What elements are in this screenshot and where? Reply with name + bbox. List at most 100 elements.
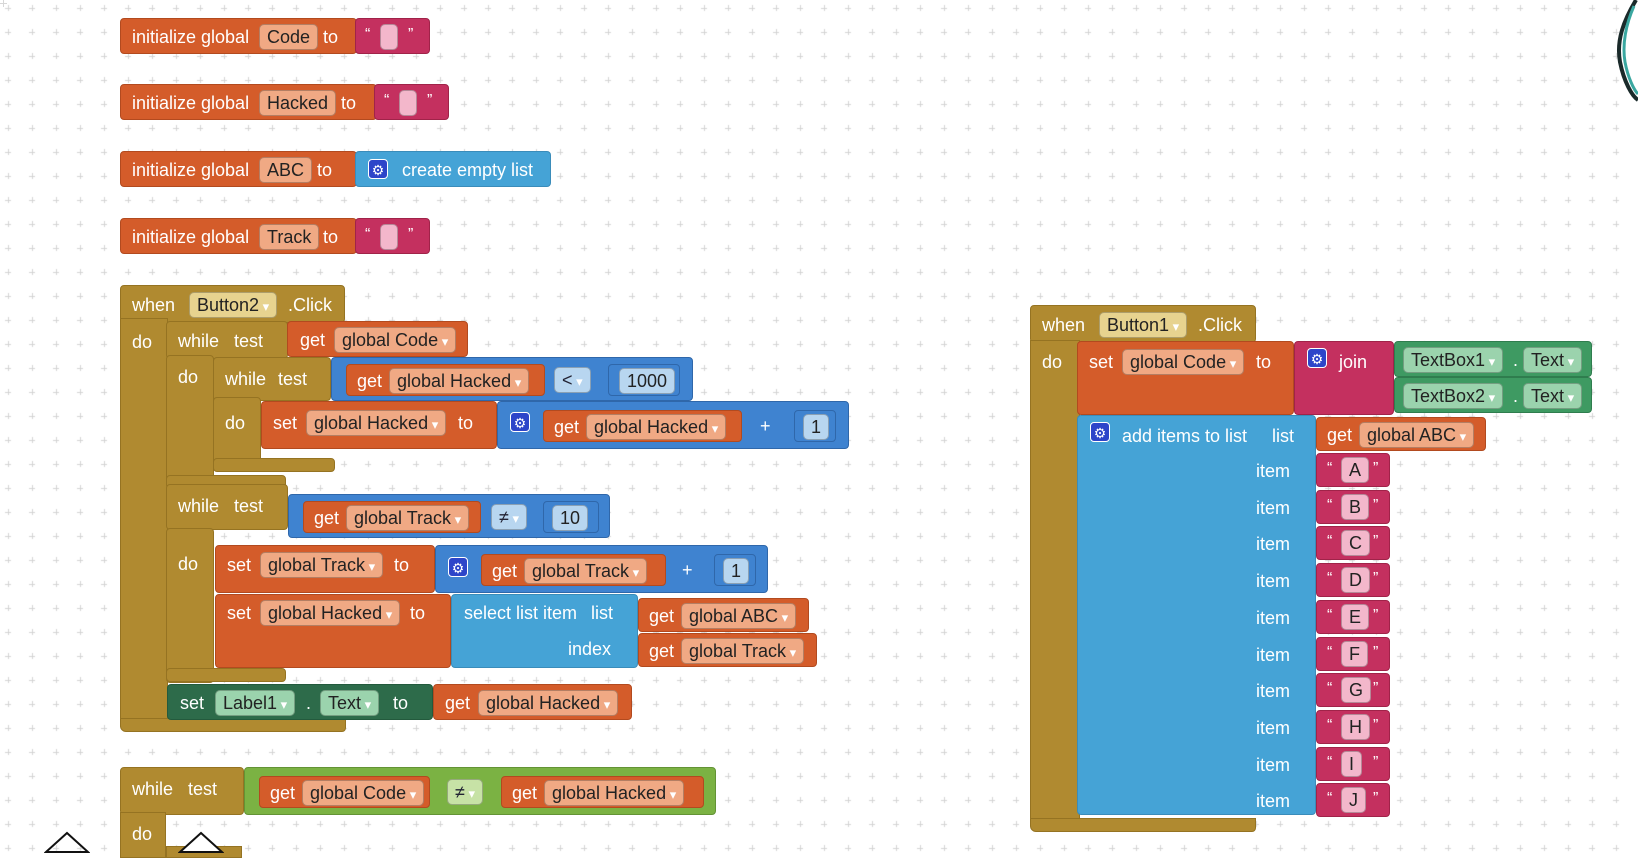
text-field[interactable] xyxy=(380,224,398,250)
operator-dropdown[interactable]: ≠ xyxy=(447,779,484,805)
global-name-field[interactable]: Code xyxy=(259,24,319,50)
text-block-h[interactable]: “H” xyxy=(1316,710,1390,744)
variable-dropdown[interactable]: global Hacked xyxy=(544,780,685,806)
join-block[interactable]: ⚙ join xyxy=(1294,341,1394,415)
number-block[interactable]: 1 xyxy=(794,410,836,442)
compare-block[interactable]: get global Code ≠ get global Hacked xyxy=(244,767,716,815)
text-block-a[interactable]: “A” xyxy=(1316,453,1390,487)
text-block-c[interactable]: “C” xyxy=(1316,526,1390,560)
get-global-abc-block[interactable]: get global ABC xyxy=(638,598,809,632)
text-field[interactable]: A xyxy=(1341,457,1370,483)
set-label1-text-block[interactable]: set Label1 . Text to xyxy=(167,684,433,720)
gear-icon[interactable]: ⚙ xyxy=(1090,422,1110,442)
text-field[interactable]: D xyxy=(1341,567,1370,593)
loose-while-block[interactable]: while test xyxy=(120,767,244,815)
text-field[interactable]: I xyxy=(1341,751,1363,777)
text-field[interactable] xyxy=(399,90,417,116)
get-global-code-block[interactable]: get global Code xyxy=(287,321,468,357)
get-global-hacked-block[interactable]: get global Hacked xyxy=(501,776,704,808)
global-name-field[interactable]: Hacked xyxy=(259,90,337,116)
text-block-g[interactable]: “G” xyxy=(1316,673,1390,707)
empty-text-block[interactable]: “ ” xyxy=(355,218,430,254)
while-block[interactable]: while test xyxy=(213,357,331,401)
number-field[interactable]: 1 xyxy=(723,558,750,584)
number-block[interactable]: 10 xyxy=(543,501,599,533)
while-block[interactable]: while test xyxy=(166,484,288,530)
compare-block[interactable]: get global Hacked < 1000 xyxy=(331,357,693,401)
variable-dropdown[interactable]: global Hacked xyxy=(478,690,619,716)
number-field[interactable]: 1 xyxy=(803,414,830,440)
get-global-track-block[interactable]: get global Track xyxy=(303,501,481,533)
variable-dropdown[interactable]: global Track xyxy=(524,558,648,584)
number-field[interactable]: 1000 xyxy=(619,368,676,394)
when-button1-click-header[interactable]: when Button1 .Click xyxy=(1030,305,1256,343)
component-dropdown[interactable]: TextBox2 xyxy=(1403,383,1504,409)
property-dropdown[interactable]: Text xyxy=(320,690,380,716)
variable-dropdown[interactable]: global Hacked xyxy=(586,414,727,440)
set-global-track-block[interactable]: set global Track to xyxy=(215,545,435,593)
number-block[interactable]: 1000 xyxy=(608,364,680,396)
textbox1-text-block[interactable]: TextBox1 . Text xyxy=(1394,341,1592,377)
variable-dropdown[interactable]: global Track xyxy=(260,552,384,578)
variable-dropdown[interactable]: global ABC xyxy=(681,603,797,629)
get-global-hacked-block[interactable]: get global Hacked xyxy=(433,684,632,720)
variable-dropdown[interactable]: global Track xyxy=(681,638,805,664)
global-name-field[interactable]: ABC xyxy=(259,157,313,183)
component-dropdown[interactable]: Label1 xyxy=(215,690,296,716)
text-field[interactable] xyxy=(380,24,398,50)
text-block-d[interactable]: “D” xyxy=(1316,563,1390,597)
trash-can-icon[interactable] xyxy=(1606,0,1638,110)
property-dropdown[interactable]: Text xyxy=(1523,383,1583,409)
get-global-track-block[interactable]: get global Track xyxy=(481,554,666,586)
text-field[interactable]: F xyxy=(1341,641,1368,667)
text-field[interactable]: J xyxy=(1341,787,1366,813)
while-block[interactable]: while test xyxy=(166,321,288,359)
variable-dropdown[interactable]: global Hacked xyxy=(306,410,447,436)
create-empty-list-block[interactable]: ⚙ create empty list xyxy=(355,151,551,187)
get-global-track-block[interactable]: get global Track xyxy=(638,633,817,667)
init-global-hacked-block[interactable]: initialize global Hacked to xyxy=(120,84,377,120)
text-block-i[interactable]: “I” xyxy=(1316,747,1390,781)
global-name-field[interactable]: Track xyxy=(259,224,320,250)
number-field[interactable]: 10 xyxy=(552,505,589,531)
empty-text-block[interactable]: “ ” xyxy=(355,18,430,54)
gear-icon[interactable]: ⚙ xyxy=(368,159,388,179)
text-block-f[interactable]: “F” xyxy=(1316,637,1390,671)
get-global-abc-block[interactable]: get global ABC xyxy=(1316,417,1486,451)
add-items-to-list-block[interactable]: ⚙ add items to list list xyxy=(1077,415,1316,815)
operator-dropdown[interactable]: < xyxy=(554,367,591,393)
get-global-code-block[interactable]: get global Code xyxy=(259,776,430,808)
variable-dropdown[interactable]: global Code xyxy=(334,327,457,353)
text-field[interactable]: H xyxy=(1341,714,1370,740)
number-block[interactable]: 1 xyxy=(714,554,756,586)
operator-dropdown[interactable]: ≠ xyxy=(491,504,528,530)
variable-dropdown[interactable]: global ABC xyxy=(1359,422,1475,448)
text-block-j[interactable]: “J” xyxy=(1316,783,1390,817)
component-dropdown[interactable]: Button2 xyxy=(189,292,278,318)
textbox2-text-block[interactable]: TextBox2 . Text xyxy=(1394,377,1592,413)
text-block-e[interactable]: “E” xyxy=(1316,600,1390,634)
when-button2-click-header[interactable]: when Button2 .Click xyxy=(120,285,345,323)
text-field[interactable]: C xyxy=(1341,530,1370,556)
gear-icon[interactable]: ⚙ xyxy=(510,412,530,432)
init-global-track-block[interactable]: initialize global Track to xyxy=(120,218,357,254)
compare-block[interactable]: get global Track ≠ 10 xyxy=(288,494,610,538)
set-global-hacked-block[interactable]: set global Hacked to xyxy=(261,401,497,449)
text-block-b[interactable]: “B” xyxy=(1316,490,1390,524)
gear-icon[interactable]: ⚙ xyxy=(1307,348,1327,368)
init-global-code-block[interactable]: initialize global Code to xyxy=(120,18,357,54)
empty-text-block[interactable]: “ ” xyxy=(374,84,449,120)
text-field[interactable]: E xyxy=(1341,604,1370,630)
variable-dropdown[interactable]: global Hacked xyxy=(260,600,401,626)
text-field[interactable]: G xyxy=(1341,677,1372,703)
triangle-outline-icon[interactable] xyxy=(44,830,90,854)
component-dropdown[interactable]: TextBox1 xyxy=(1403,347,1504,373)
set-global-hacked-block[interactable]: set global Hacked to xyxy=(215,594,451,668)
text-field[interactable]: B xyxy=(1341,494,1370,520)
set-global-code-block[interactable]: set global Code to xyxy=(1077,341,1294,415)
add-block[interactable]: ⚙ get global Hacked + 1 xyxy=(497,401,849,449)
variable-dropdown[interactable]: global Code xyxy=(1122,349,1245,375)
init-global-abc-block[interactable]: initialize global ABC to xyxy=(120,151,357,187)
variable-dropdown[interactable]: global Code xyxy=(302,780,425,806)
property-dropdown[interactable]: Text xyxy=(1523,347,1583,373)
